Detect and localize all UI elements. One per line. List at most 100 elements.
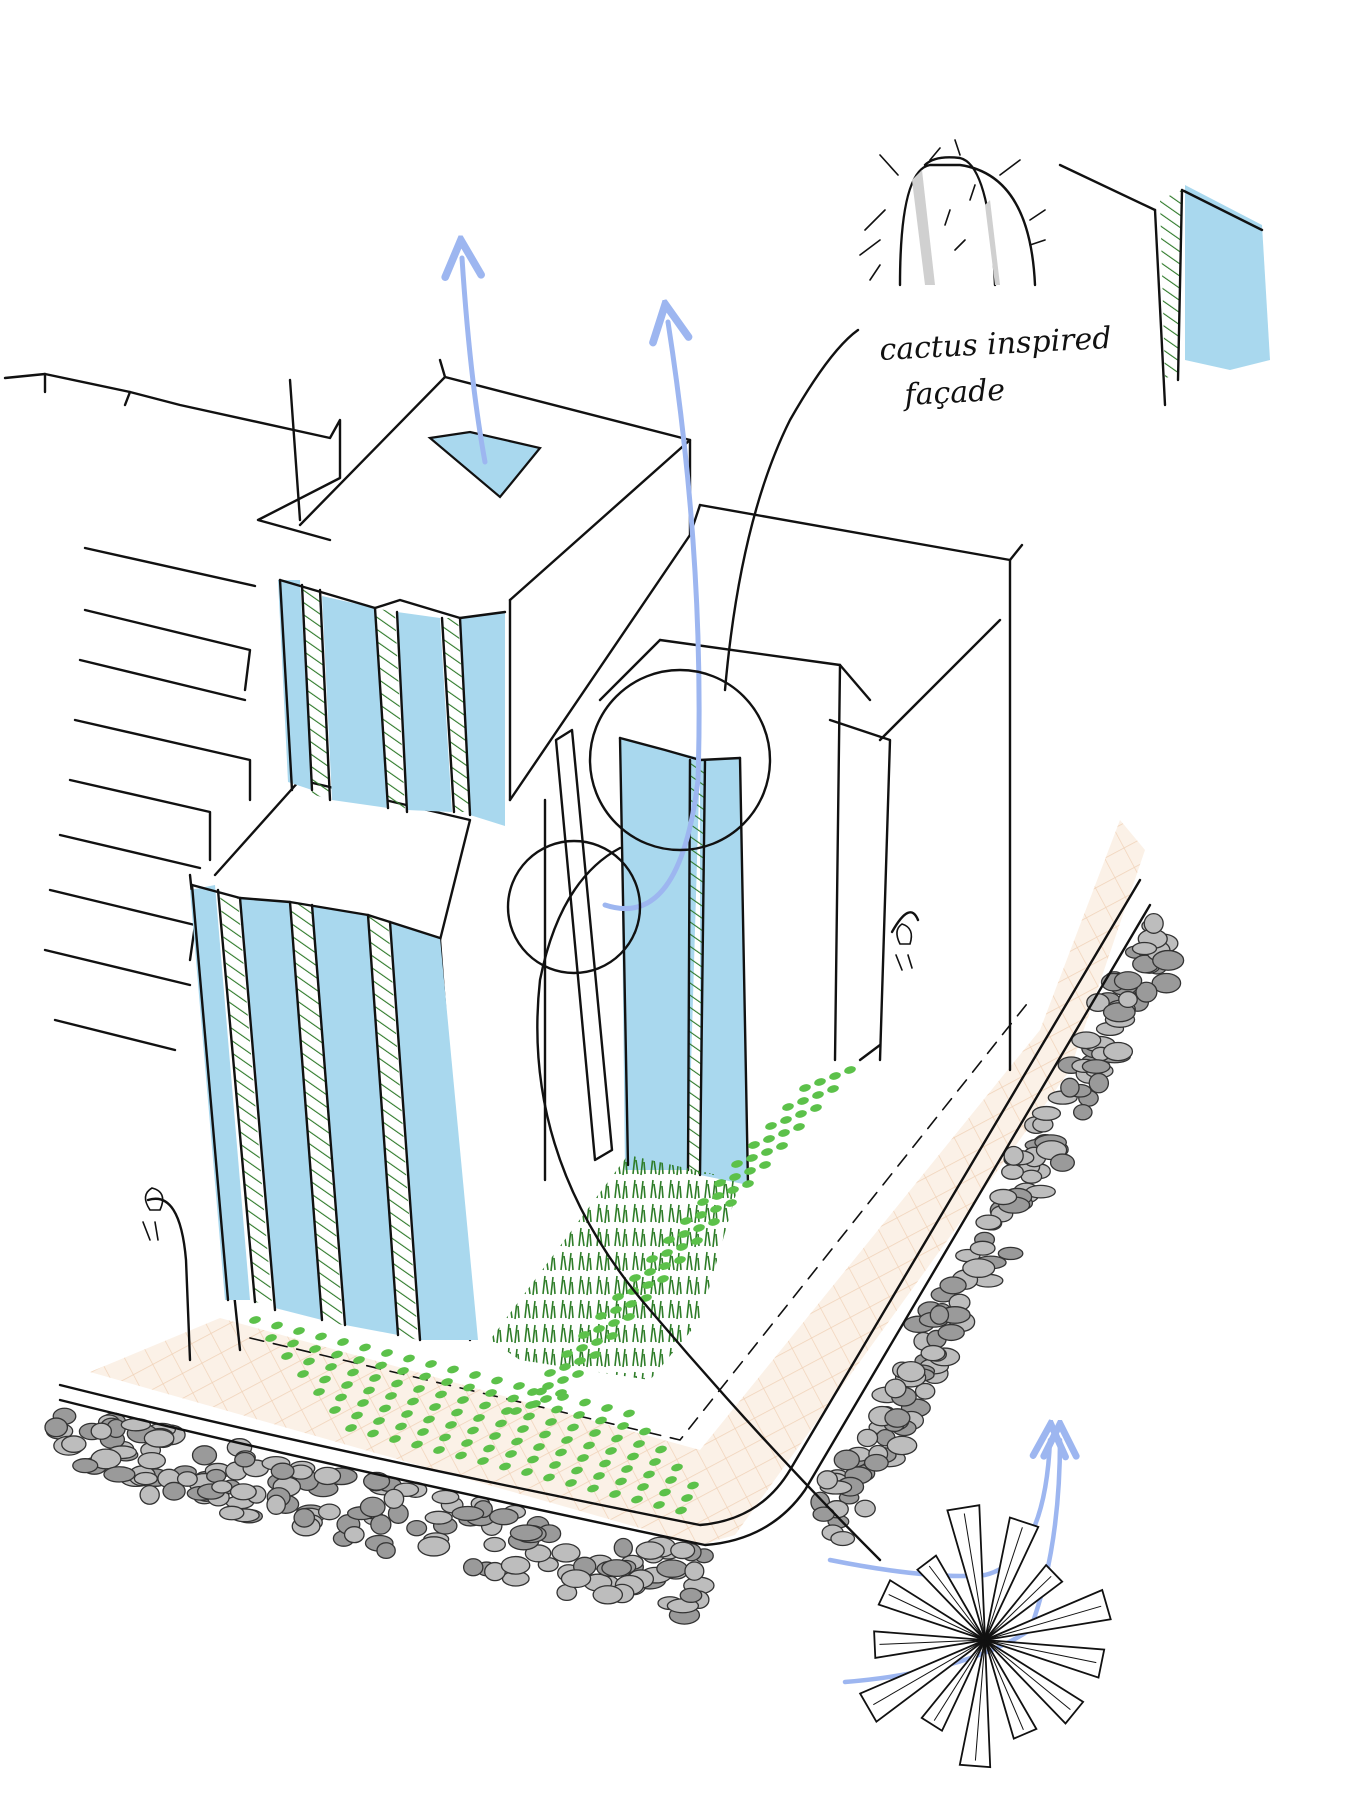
planting-dot: [369, 1374, 381, 1382]
planting-dot: [551, 1405, 563, 1414]
planting-dot: [646, 1255, 658, 1263]
cactus-icon: [859, 139, 1046, 287]
planting-dot: [473, 1414, 485, 1422]
gravel-stone: [176, 1471, 198, 1487]
gravel-stone: [317, 1503, 341, 1521]
planting-dot: [601, 1404, 613, 1412]
gravel-stone: [270, 1462, 295, 1480]
gravel-stone: [424, 1510, 453, 1525]
neighbour-building-lines: [3, 372, 342, 1052]
gravel-stone: [1131, 941, 1158, 956]
planting-dot: [621, 1465, 633, 1473]
planting-dot: [642, 1281, 654, 1289]
gravel-stone: [103, 1466, 136, 1483]
planting-dot: [572, 1370, 584, 1378]
planting-dot: [687, 1481, 699, 1490]
planting-dot: [695, 1211, 707, 1219]
planting-dot: [691, 1237, 703, 1245]
annotation-line-1: cactus inspired: [879, 321, 1113, 368]
planting-dot: [505, 1450, 517, 1458]
tree-blade: [946, 1504, 986, 1641]
gravel-stone: [1031, 1105, 1062, 1121]
planting-dot: [795, 1110, 807, 1118]
gravel-stone: [551, 1543, 581, 1563]
planting-dot: [411, 1440, 423, 1449]
gravel-stone: [406, 1519, 428, 1537]
gravel-stone: [293, 1508, 316, 1528]
planting-dot: [469, 1371, 481, 1379]
gravel-stone: [162, 1481, 186, 1501]
planting-dot: [367, 1429, 379, 1438]
planting-dot: [640, 1294, 652, 1302]
lower-facade-fins: [190, 883, 478, 1342]
planting-dot: [483, 1444, 495, 1453]
planting-dot: [319, 1375, 331, 1384]
planting-dot: [595, 1312, 607, 1320]
planting-dot: [649, 1458, 661, 1466]
gravel-stone: [139, 1484, 160, 1505]
planting-dot: [425, 1360, 437, 1368]
planting-dot: [489, 1432, 501, 1440]
planting-dot: [606, 1332, 618, 1340]
planting-dot: [776, 1142, 788, 1150]
planting-dot: [555, 1448, 567, 1457]
planting-dot: [571, 1466, 583, 1475]
planting-dot: [539, 1430, 551, 1439]
planting-dot: [513, 1382, 525, 1390]
gravel-stone: [884, 1378, 907, 1399]
gravel-stone: [613, 1537, 633, 1558]
gravel-stone: [886, 1435, 918, 1456]
planting-dot: [593, 1325, 605, 1333]
gravel-stone: [1152, 949, 1185, 971]
planting-dot: [557, 1376, 569, 1384]
planting-dot: [335, 1393, 347, 1402]
gravel-stone: [854, 1499, 876, 1518]
planting-dot: [780, 1116, 792, 1124]
planting-dot: [593, 1472, 605, 1480]
planting-dot: [331, 1350, 343, 1359]
planting-dot: [265, 1334, 277, 1342]
tree-blade-vein: [963, 1513, 986, 1641]
gravel-stone: [359, 1496, 386, 1518]
gravel-stone: [417, 1536, 451, 1557]
gravel-stone: [635, 1541, 665, 1560]
gravel-stone: [830, 1530, 856, 1547]
planting-dot: [561, 1350, 573, 1358]
planting-dot: [379, 1404, 391, 1413]
planting-dot: [653, 1501, 665, 1509]
gravel-stone: [1049, 1153, 1075, 1172]
person-icon: [890, 911, 920, 971]
gravel-stone: [684, 1561, 705, 1581]
planting-dot: [810, 1104, 822, 1112]
planting-dot: [533, 1443, 545, 1451]
planting-dot: [829, 1072, 841, 1080]
gravel-stone: [143, 1429, 175, 1448]
planting-dot: [678, 1230, 690, 1238]
gravel-stone: [884, 1408, 911, 1428]
planting-dot: [680, 1217, 692, 1225]
tree-blade-vein: [984, 1575, 1052, 1641]
gravel-stone: [383, 1488, 405, 1510]
planting-dot: [395, 1422, 407, 1431]
planting-dot: [544, 1369, 556, 1377]
planting-dot: [540, 1395, 552, 1403]
gravel-stone: [483, 1536, 506, 1553]
planting-dot: [499, 1462, 511, 1471]
planting-dot: [447, 1365, 459, 1374]
planting-dot: [429, 1403, 441, 1411]
gravel-stone: [500, 1555, 531, 1575]
planting-dot: [463, 1383, 475, 1392]
gravel-stone: [592, 1585, 624, 1605]
planting-dot: [561, 1436, 573, 1444]
gravel-stone: [601, 1559, 633, 1577]
gravel-stone: [1060, 1077, 1080, 1098]
gravel-stone: [234, 1451, 256, 1468]
planting-dot: [549, 1461, 561, 1469]
planting-dot: [608, 1319, 620, 1327]
gravel-stone: [1113, 971, 1143, 991]
tree-blade-vein: [873, 1639, 986, 1706]
tree-blade: [984, 1588, 1112, 1641]
planting-dot: [510, 1407, 522, 1415]
planting-dot: [681, 1494, 693, 1502]
